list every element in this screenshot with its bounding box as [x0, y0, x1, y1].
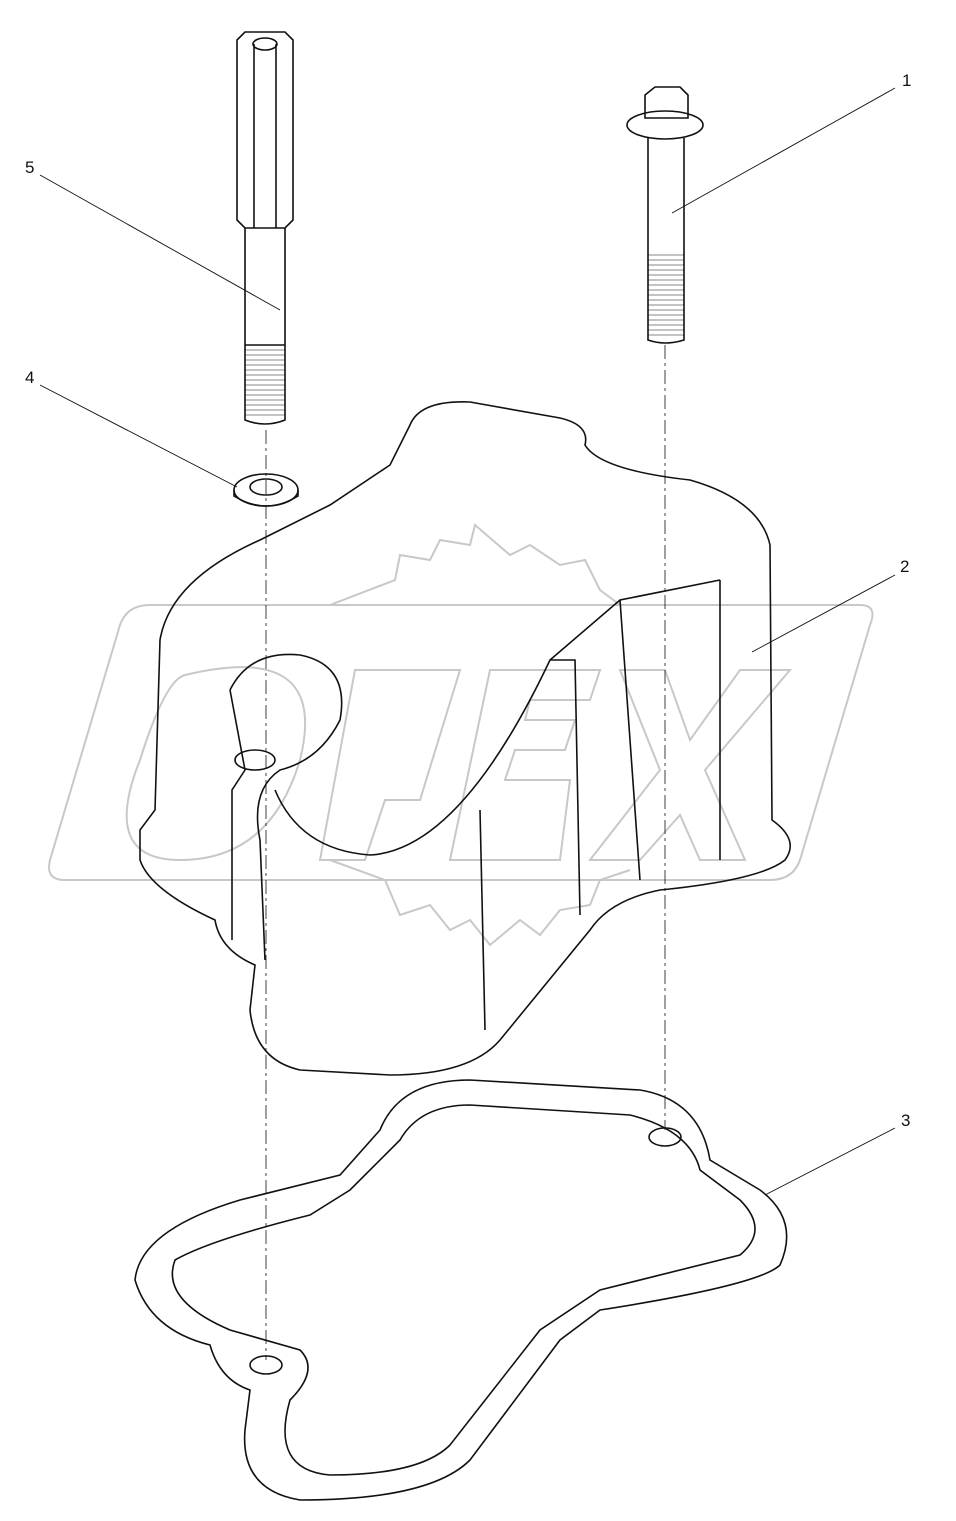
parts-linework — [39, 31, 896, 1501]
centerlines — [265, 345, 666, 1360]
callout-label-4: 4 — [25, 368, 35, 387]
stud-part — [236, 31, 294, 425]
watermark-logo — [48, 523, 874, 947]
callout-label-5: 5 — [25, 158, 35, 177]
leader-lines — [39, 87, 896, 1196]
gasket-part — [134, 1079, 788, 1501]
callout-label-2: 2 — [900, 557, 910, 576]
callout-label-1: 1 — [902, 71, 912, 90]
callout-label-3: 3 — [901, 1111, 911, 1130]
bolt-part — [626, 86, 704, 344]
valve-cover-part — [139, 401, 792, 1076]
